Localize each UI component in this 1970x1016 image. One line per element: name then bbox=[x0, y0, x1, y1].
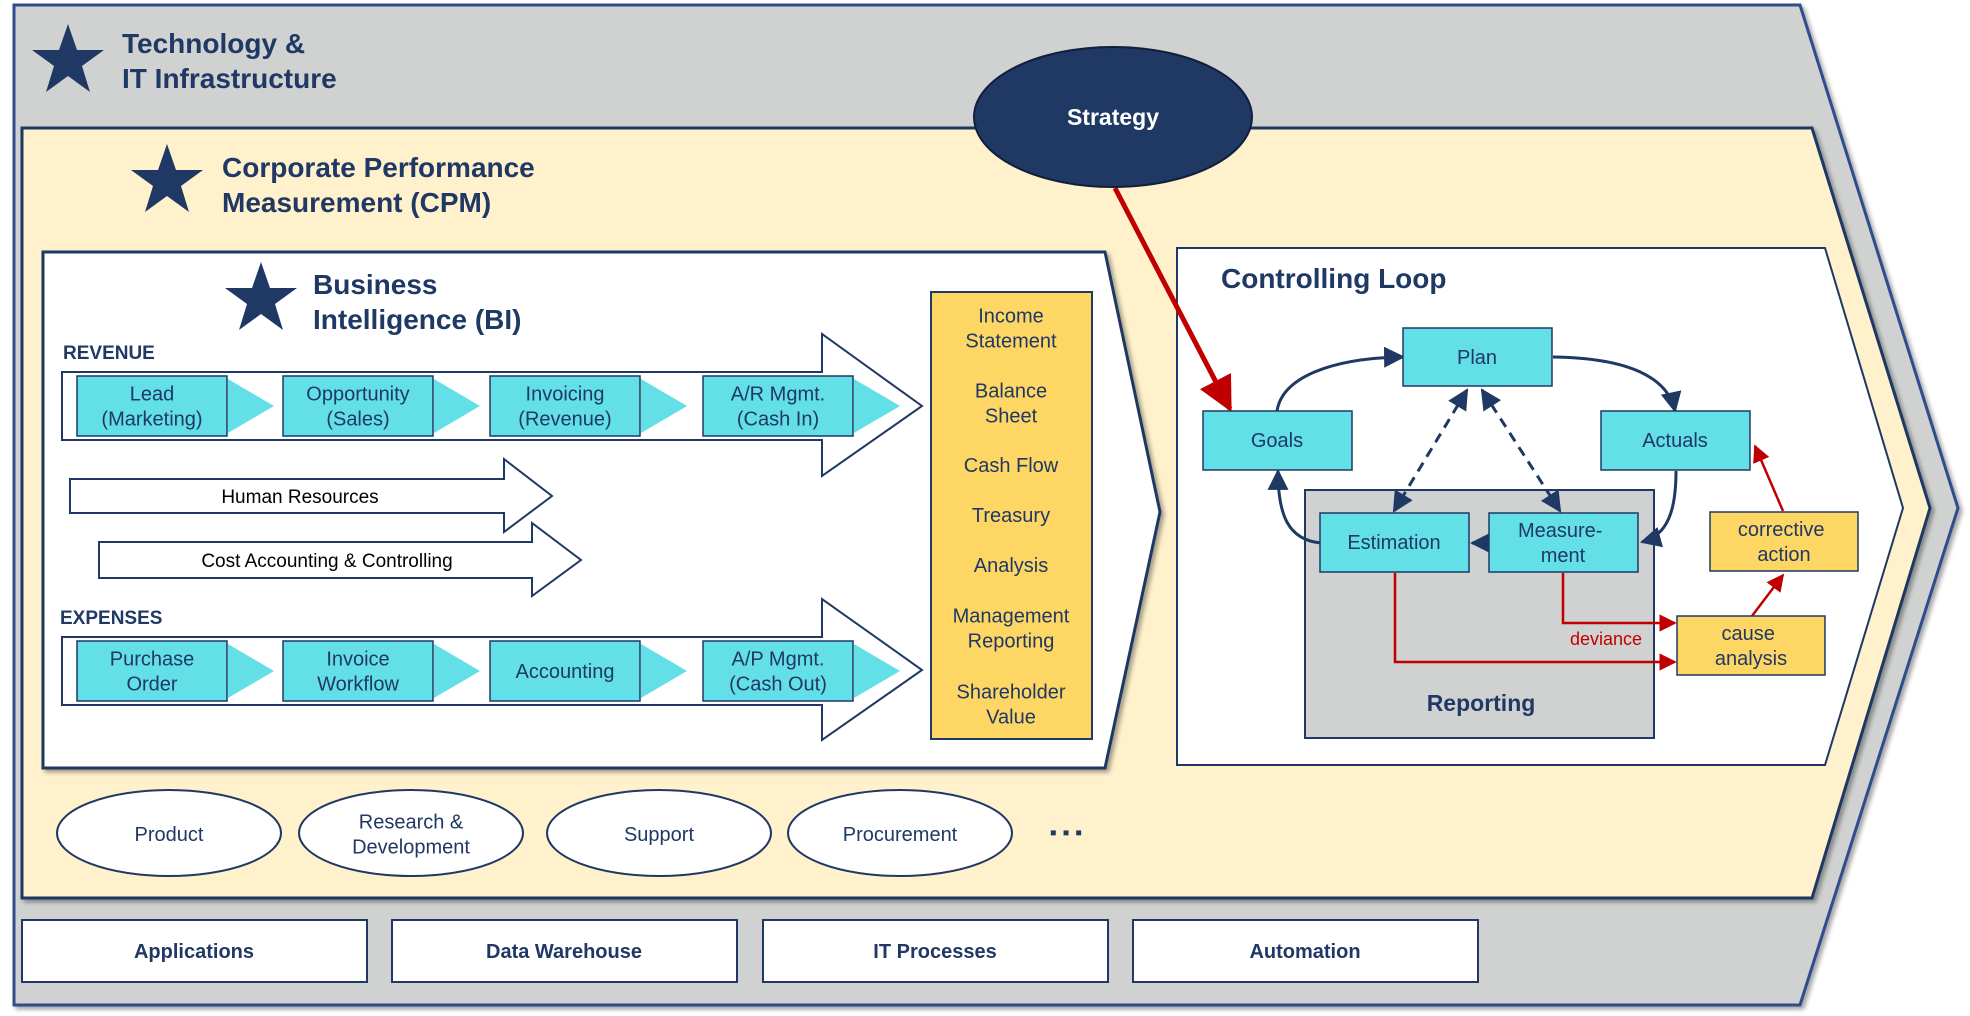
tech-layer-title: Technology & IT Infrastructure bbox=[122, 28, 337, 94]
it-block bbox=[1132, 919, 1479, 983]
actuals-to-measurement-arrow bbox=[1639, 470, 1678, 548]
it-block-label: Automation bbox=[1249, 941, 1360, 963]
department-label: Product bbox=[135, 824, 204, 846]
expenses-step-label: Accounting bbox=[516, 661, 615, 683]
goals-label: Goals bbox=[1251, 430, 1303, 452]
department-ellipse bbox=[298, 789, 524, 877]
cost-accounting-arrow bbox=[98, 520, 583, 598]
expenses-label: EXPENSES bbox=[60, 608, 162, 629]
estimation-to-cause-arrow bbox=[1393, 573, 1677, 671]
expenses-step-box bbox=[76, 640, 228, 702]
revenue-step-label: Opportunity(Sales) bbox=[306, 384, 409, 431]
ellipsis-more: ▪ ▪ ▪ bbox=[1050, 822, 1082, 844]
it-block-label: IT Processes bbox=[873, 941, 996, 963]
cost-accounting-arrow-label: Cost Accounting & Controlling bbox=[201, 551, 452, 572]
strategy-label: Strategy bbox=[1067, 104, 1159, 130]
revenue-step-label: Lead(Marketing) bbox=[101, 384, 202, 431]
actuals-label: Actuals bbox=[1642, 430, 1708, 452]
revenue-step-chevron bbox=[434, 379, 480, 433]
cpm-layer-title: Corporate Performance Measurement (CPM) bbox=[222, 152, 543, 218]
measurement-box bbox=[1488, 512, 1639, 573]
it-block-label: Applications bbox=[134, 941, 254, 963]
revenue-step-chevron bbox=[228, 379, 274, 433]
departments: Product Research &Development Support Procu… bbox=[56, 789, 1013, 877]
department-label: Procurement bbox=[843, 824, 958, 846]
plan-to-actuals-arrow bbox=[1552, 355, 1682, 414]
actuals-box bbox=[1600, 410, 1751, 471]
measurement-label: Measure- ment bbox=[1518, 520, 1608, 567]
department-label: Research &Development bbox=[352, 812, 470, 859]
revenue-label: REVENUE bbox=[63, 343, 155, 364]
it-block bbox=[762, 919, 1109, 983]
expenses-step-chevron bbox=[434, 644, 480, 698]
corrective-to-actuals-arrow bbox=[1753, 444, 1785, 512]
report-item: Cash Flow bbox=[964, 455, 1059, 477]
goals-box bbox=[1202, 410, 1353, 471]
strategy-to-goals-arrow bbox=[1112, 186, 1233, 413]
revenue-steps: Lead(Marketing) Opportunity(Sales) Invoici… bbox=[76, 375, 900, 437]
expenses-step-chevron bbox=[228, 644, 274, 698]
estimation-box bbox=[1319, 512, 1470, 573]
expenses-step-chevron bbox=[854, 644, 900, 698]
hr-arrow bbox=[69, 456, 554, 534]
corrective-action-box bbox=[1709, 511, 1859, 572]
plan-label: Plan bbox=[1457, 347, 1497, 369]
department-ellipse bbox=[787, 789, 1013, 877]
plan-estimation-dashed-arrow bbox=[1392, 388, 1469, 513]
hr-arrow-label: Human Resources bbox=[221, 487, 378, 508]
reports-box bbox=[930, 291, 1093, 740]
plan-measurement-dashed-arrow bbox=[1480, 388, 1562, 513]
plan-box bbox=[1402, 327, 1553, 387]
cause-analysis-box bbox=[1676, 615, 1826, 676]
it-block bbox=[21, 919, 368, 983]
strategy-ellipse bbox=[973, 46, 1253, 188]
revenue-step-chevron bbox=[641, 379, 687, 433]
controlling-loop-title: Controlling Loop bbox=[1221, 263, 1447, 294]
revenue-step-box bbox=[702, 375, 854, 437]
measurement-to-cause-arrow bbox=[1561, 573, 1677, 632]
estimation-label: Estimation bbox=[1347, 532, 1440, 554]
revenue-step-label: A/R Mgmt.(Cash In) bbox=[731, 384, 825, 431]
it-block-label: Data Warehouse bbox=[486, 941, 642, 963]
report-item: Treasury bbox=[972, 505, 1050, 527]
revenue-step-box bbox=[489, 375, 641, 437]
expenses-step-box bbox=[282, 640, 434, 702]
reporting-label: Reporting bbox=[1427, 690, 1536, 716]
department-ellipse bbox=[546, 789, 772, 877]
revenue-step-label: Invoicing(Revenue) bbox=[518, 384, 611, 431]
department-ellipse bbox=[56, 789, 282, 877]
revenue-step-box bbox=[76, 375, 228, 437]
corrective-action-label: corrective action bbox=[1738, 519, 1830, 566]
expenses-step-chevron bbox=[641, 644, 687, 698]
estimation-to-goals-arrow bbox=[1267, 468, 1322, 545]
revenue-step-chevron bbox=[854, 379, 900, 433]
it-block bbox=[391, 919, 738, 983]
expenses-step-box bbox=[489, 640, 641, 702]
cause-to-corrective-arrow bbox=[1751, 573, 1785, 617]
goals-to-plan-arrow bbox=[1275, 346, 1406, 412]
expenses-step-label: A/P Mgmt.(Cash Out) bbox=[729, 649, 827, 696]
cause-analysis-label: cause analysis bbox=[1715, 623, 1787, 670]
expenses-step-box bbox=[702, 640, 854, 702]
it-blocks: Applications Data Warehouse IT Processes Au… bbox=[21, 919, 1479, 983]
deviance-label: deviance bbox=[1570, 629, 1642, 649]
bi-layer-title: Business Intelligence (BI) bbox=[313, 269, 521, 335]
department-label: Support bbox=[624, 824, 694, 846]
revenue-step-box bbox=[282, 375, 434, 437]
report-item: Analysis bbox=[974, 555, 1048, 577]
